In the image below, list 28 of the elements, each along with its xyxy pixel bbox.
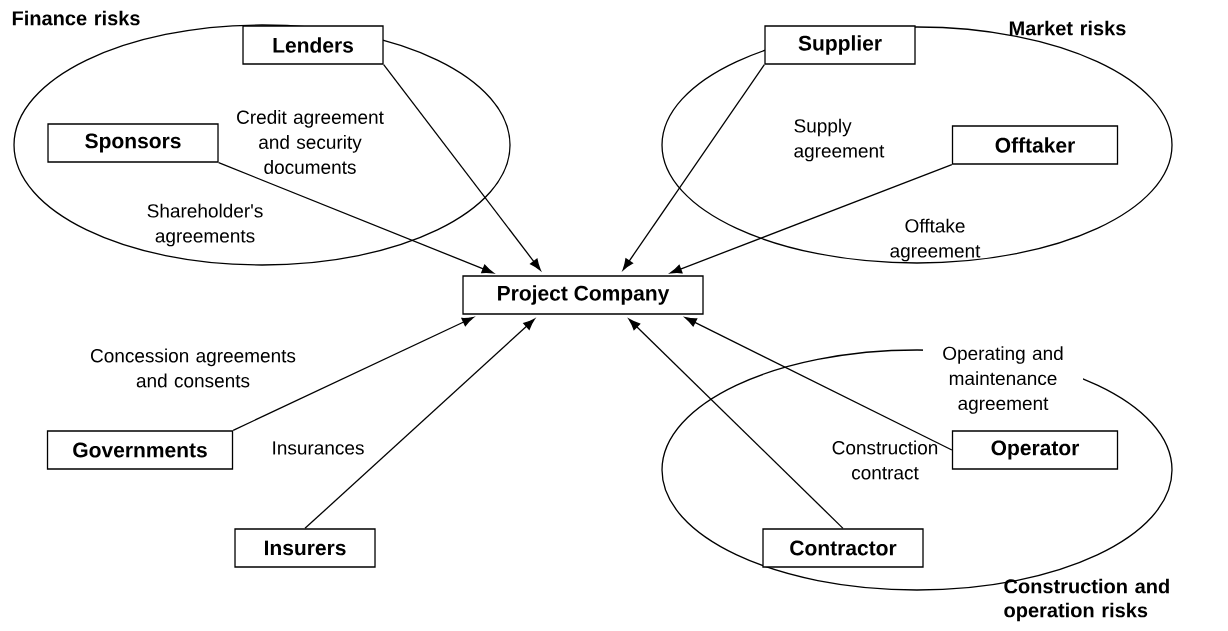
party-box: Project Company — [462, 275, 704, 315]
party-box: Supplier — [764, 25, 916, 65]
edge-label: Supply agreement — [794, 118, 885, 162]
party-box: Lenders — [242, 25, 384, 65]
arrow — [383, 64, 541, 271]
arrow — [684, 317, 953, 451]
arrow — [670, 164, 953, 274]
arrow — [304, 318, 535, 529]
arrow — [628, 318, 844, 529]
party-box: Governments — [46, 430, 234, 470]
arrow — [218, 162, 494, 274]
party-box: Operator — [951, 430, 1119, 470]
edge-label: Concession agreements and consents — [91, 348, 296, 388]
arrow — [622, 64, 765, 271]
party-box: Offtaker — [951, 125, 1119, 165]
edge-label: Credit agreement and security documents — [237, 110, 384, 174]
group-title: Finance risks — [12, 10, 140, 26]
party-box: Insurers — [234, 528, 376, 568]
edge-label: Construction contract — [832, 440, 938, 480]
group-title: Market risks — [1009, 20, 1126, 36]
party-box: Sponsors — [47, 123, 219, 163]
arrow — [232, 316, 474, 431]
edge-label: Operating and maintenance agreement — [923, 346, 1083, 414]
group-title: Construction and operation risks — [1004, 578, 1169, 622]
party-box: Contractor — [762, 528, 924, 568]
edge-label: Insurances — [273, 441, 364, 455]
edge-label: Shareholder's agreements — [147, 203, 263, 247]
edge-label: Offtake agreement — [890, 218, 981, 262]
